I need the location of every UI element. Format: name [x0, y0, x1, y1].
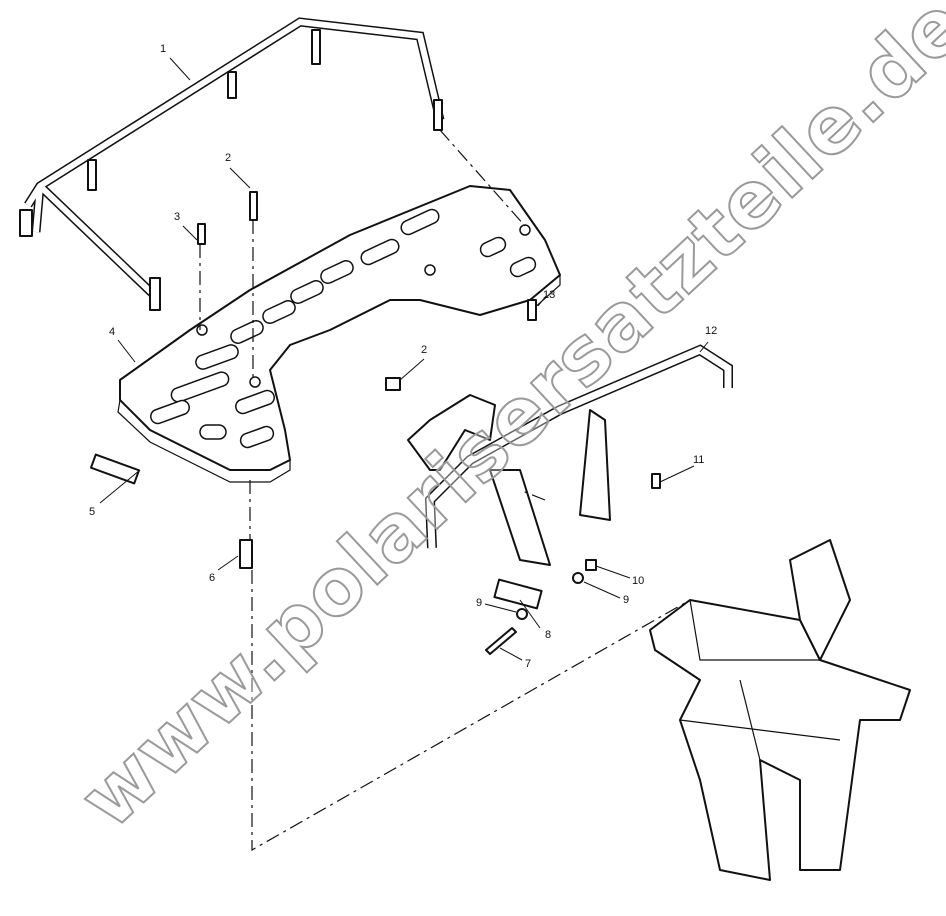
- callout-3: 3: [174, 211, 180, 223]
- rack-slots: [150, 208, 537, 449]
- bolt-13: [527, 299, 537, 321]
- callout-6: 6: [209, 572, 215, 584]
- callout-9: 9: [623, 594, 629, 606]
- leader-lines: [99, 57, 709, 852]
- callout-11: 11: [693, 454, 704, 466]
- rack-plate: [117, 185, 561, 483]
- clip-11: [651, 473, 661, 489]
- callout-4: 4: [109, 326, 115, 338]
- reflector-5: [89, 453, 141, 485]
- spacer-6: [239, 539, 253, 569]
- callout-8: 8: [545, 629, 551, 641]
- vehicle-frame: [649, 539, 911, 881]
- callout-1: 1: [160, 43, 166, 55]
- rack-rail: [19, 17, 445, 311]
- bolt-2: [249, 191, 258, 221]
- callout-5: 5: [89, 506, 95, 518]
- bolt-2b: [385, 377, 401, 391]
- rack-support: [407, 344, 733, 566]
- callout-10: 10: [632, 575, 644, 587]
- callout-labels: 1 2 3 4 5 6 2 13 12 11 10 9 9 8 7: [89, 43, 717, 670]
- washer-9b: [572, 572, 584, 584]
- washer-9a: [516, 608, 528, 620]
- callout-2: 2: [225, 152, 231, 164]
- callout-9b: 9: [476, 597, 482, 609]
- nut-10: [585, 559, 597, 571]
- callout-13: 13: [543, 289, 555, 301]
- callout-12: 12: [705, 325, 717, 337]
- callout-2b: 2: [421, 344, 427, 356]
- bolt-3: [197, 223, 206, 245]
- plate-8: [493, 578, 543, 610]
- bolt-7: [485, 627, 517, 655]
- callout-7: 7: [525, 658, 531, 670]
